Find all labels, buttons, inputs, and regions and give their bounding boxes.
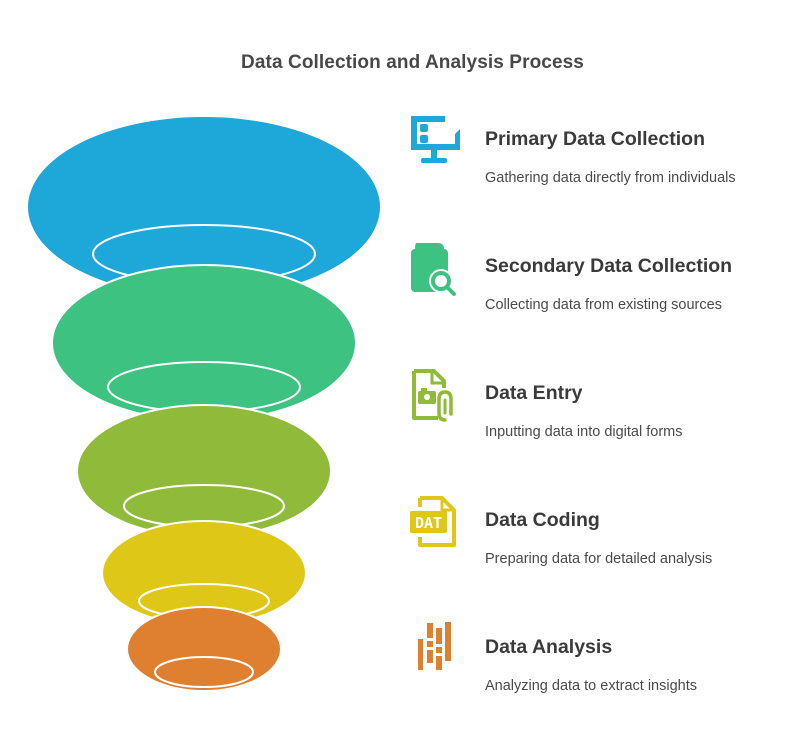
step-title: Data Entry bbox=[485, 382, 583, 404]
step-data-coding: DAT Data Coding Preparing data for detai… bbox=[400, 493, 800, 593]
step-description: Inputting data into digital forms bbox=[485, 424, 683, 440]
dat-file-icon: DAT bbox=[410, 496, 456, 547]
funnel-layer-secondary bbox=[51, 264, 357, 422]
bar-columns-icon bbox=[418, 622, 451, 670]
step-description: Gathering data directly from individuals bbox=[485, 170, 736, 186]
funnel-layer-analysis bbox=[126, 606, 282, 692]
step-primary-data-collection: Primary Data Collection Gathering data d… bbox=[400, 112, 800, 212]
step-title: Data Coding bbox=[485, 509, 600, 531]
diagram-title: Data Collection and Analysis Process bbox=[241, 52, 584, 73]
step-data-entry: Data Entry Inputting data into digital f… bbox=[400, 366, 800, 466]
step-title: Primary Data Collection bbox=[485, 128, 705, 150]
step-description: Analyzing data to extract insights bbox=[485, 678, 697, 694]
step-description: Preparing data for detailed analysis bbox=[485, 551, 713, 567]
step-secondary-data-collection: Secondary Data Collection Collecting dat… bbox=[400, 239, 800, 339]
funnel-graphic bbox=[28, 117, 380, 692]
monitor-icon bbox=[411, 116, 460, 163]
dat-label: DAT bbox=[415, 514, 442, 532]
funnel-layer-entry bbox=[76, 404, 332, 538]
step-title: Data Analysis bbox=[485, 636, 613, 658]
step-data-analysis: Data Analysis Analyzing data to extract … bbox=[400, 620, 800, 720]
step-description: Collecting data from existing sources bbox=[485, 297, 722, 313]
step-title: Secondary Data Collection bbox=[485, 255, 733, 277]
book-search-icon bbox=[411, 243, 456, 296]
file-attachment-icon bbox=[412, 369, 453, 422]
